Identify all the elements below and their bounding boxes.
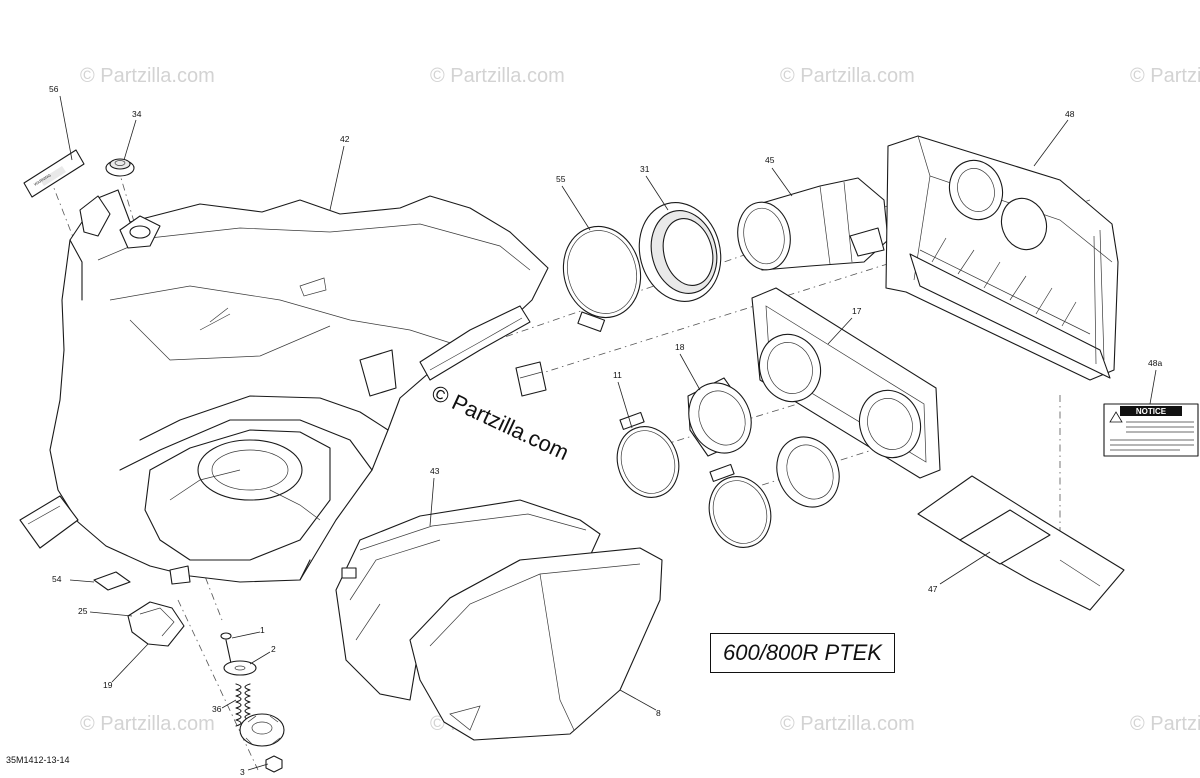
model-label: 600/800R PTEK — [710, 633, 895, 673]
pad-part-54 — [93, 571, 131, 591]
hose-clamp-part-11 — [616, 411, 680, 498]
watermark: © Partzilla.com — [430, 65, 565, 87]
callout-31: 31 — [640, 164, 650, 174]
intake-silencer-part-48 — [885, 135, 1119, 381]
notice-label-text: NOTICE — [1136, 407, 1167, 416]
callout-11: 11 — [613, 370, 622, 380]
callout-48: 48 — [1065, 109, 1075, 119]
callout-leaders — [59, 95, 1157, 771]
grommet-part-34 — [105, 158, 135, 177]
sleeve-part-18b — [776, 436, 840, 508]
hose-clamp-part-11b — [708, 463, 772, 548]
callout-numbers: 56 34 42 55 31 45 48 48a 17 18 11 43 54 … — [49, 84, 1162, 777]
watermark: © Partzilla.com — [1130, 65, 1200, 87]
pad-part-47 — [917, 475, 1125, 611]
watermark: © Partzilla.com — [80, 713, 215, 735]
callout-8: 8 — [656, 708, 661, 718]
airbox-housing-part-42 — [19, 189, 549, 585]
callout-48a: 48a — [1148, 358, 1162, 368]
callout-18: 18 — [675, 342, 685, 352]
notice-label-part-48a: NOTICE — [1103, 403, 1199, 457]
seal-ring-part-31 — [638, 202, 722, 302]
callout-42: 42 — [340, 134, 350, 144]
washer-part-2 — [223, 660, 257, 676]
intake-duct-part-45 — [737, 177, 889, 271]
adapter-plate-part-17 — [751, 287, 941, 479]
callout-56: 56 — [49, 84, 59, 94]
callout-19: 19 — [103, 680, 113, 690]
watermark: © Partzilla.com — [780, 65, 915, 87]
callout-54: 54 — [52, 574, 62, 584]
callout-3: 3 — [240, 767, 245, 777]
callout-43: 43 — [430, 466, 440, 476]
watermark: © Partzilla.com — [780, 713, 915, 735]
callout-45: 45 — [765, 155, 775, 165]
watermark: © Partzilla.com — [80, 65, 215, 87]
callout-55: 55 — [556, 174, 566, 184]
large-clamp-part-55 — [562, 225, 642, 333]
callout-36: 36 — [212, 704, 222, 714]
drain-valve — [239, 713, 285, 747]
callout-25: 25 — [78, 606, 88, 616]
callout-17: 17 — [852, 306, 862, 316]
sleeve-part-18 — [687, 377, 752, 457]
callout-47: 47 — [928, 584, 938, 594]
watermark: © Partzilla.com — [1130, 713, 1200, 735]
figure-id: 35M1412-13-14 — [6, 755, 70, 765]
callout-2: 2 — [271, 644, 276, 654]
watermark-main: © Partzilla.com — [428, 380, 573, 465]
bracket-part-25 — [127, 601, 185, 647]
callout-1: 1 — [260, 625, 265, 635]
warning-label-part-56: WARNING — [23, 149, 85, 198]
nut-part-3 — [265, 755, 283, 773]
callout-34: 34 — [132, 109, 142, 119]
filter-cover-part-8 — [409, 547, 663, 741]
clip-part-19 — [515, 361, 547, 397]
